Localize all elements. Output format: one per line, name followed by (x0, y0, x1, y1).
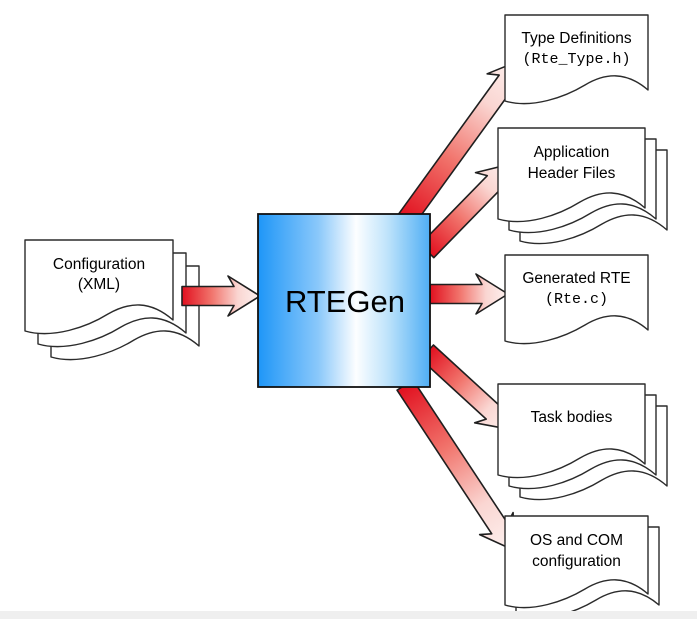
output-doc-generated-rte: Generated RTE (Rte.c) (504, 254, 649, 345)
arrow-rtegen-to-generated-rte (429, 273, 509, 315)
output-doc-label-line1: Task bodies (531, 409, 613, 426)
page-front (504, 254, 649, 345)
input-doc-configuration: Configuration (XML) (24, 239, 200, 361)
input-doc-label-line2: (XML) (78, 276, 120, 293)
arrow-config-to-rtegen (181, 275, 261, 317)
page-front (504, 14, 649, 105)
page-front (24, 239, 174, 335)
output-doc-label-line2: (Rte_Type.h) (522, 51, 630, 68)
output-doc-label-line2: (Rte.c) (545, 291, 608, 308)
output-doc-label-line1: Application (534, 144, 610, 161)
page-front (504, 515, 649, 609)
output-doc-type-definitions: Type Definitions (Rte_Type.h) (504, 14, 649, 105)
input-doc-label-line1: Configuration (53, 256, 145, 273)
output-doc-label-line1: OS and COM (530, 532, 623, 549)
page-front (497, 383, 646, 479)
page-front (497, 127, 646, 223)
output-doc-label-line2: Header Files (528, 165, 616, 182)
bottom-strip (0, 611, 697, 619)
output-doc-label-line1: Type Definitions (521, 30, 632, 47)
process-box-rtegen: RTEGen (257, 213, 431, 388)
output-doc-os-com-configuration: OS and COM configuration (504, 515, 660, 619)
output-doc-label-line1: Generated RTE (522, 270, 630, 287)
output-doc-application-header-files: Application Header Files (497, 127, 668, 245)
process-box-label: RTEGen (285, 284, 405, 319)
output-doc-label-line2: configuration (532, 553, 621, 570)
output-doc-task-bodies: Task bodies (497, 383, 668, 501)
